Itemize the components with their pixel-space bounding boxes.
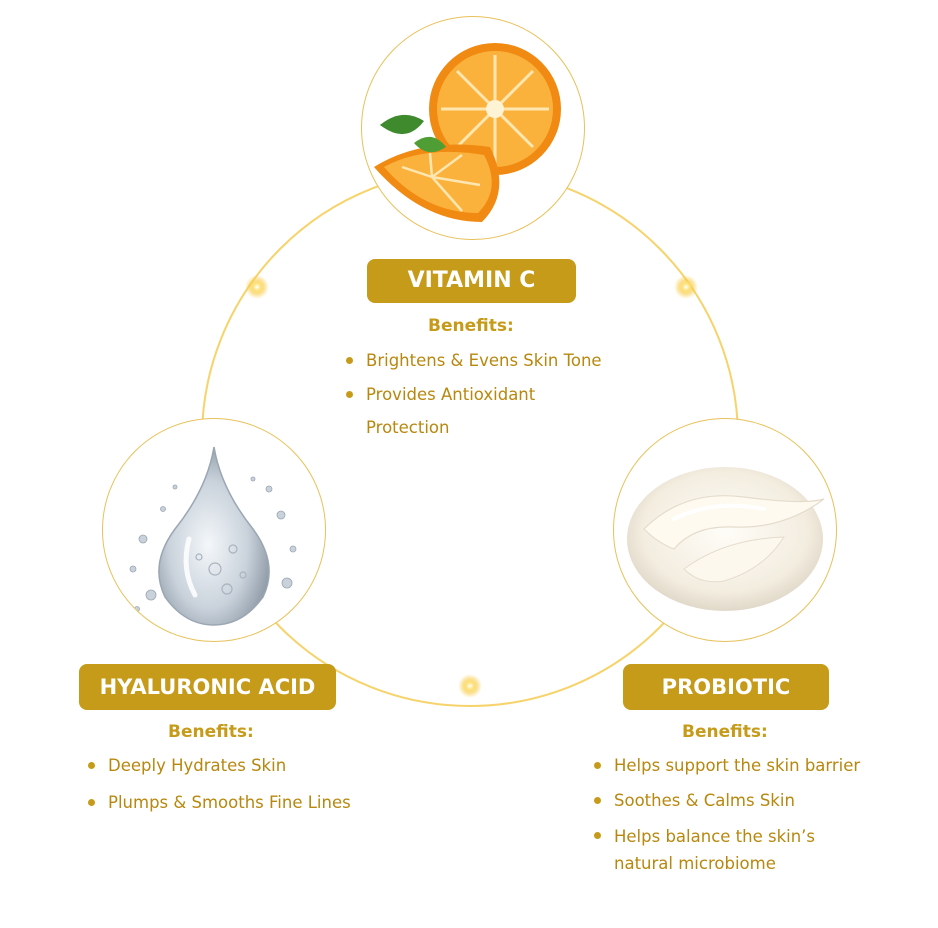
orange-slice-icon [361,16,585,240]
water-droplet-icon [102,418,326,642]
bullet-icon [594,762,601,769]
list-item: Helps balance the skin’s natural microbi… [592,819,892,880]
probiotic-benefits-title: Benefits: [682,722,768,742]
hyaluronic-acid-label: HYALURONIC ACID [79,664,336,710]
cream-swirl-icon [613,418,837,642]
probiotic-benefits-list: Helps support the skin barrier Soothes &… [592,749,892,880]
list-item: Plumps & Smooths Fine Lines [86,786,386,820]
glow-dot-left [245,275,269,299]
bullet-icon [594,832,601,839]
glow-dot-right [674,275,698,299]
vitamin-c-benefits-title: Benefits: [428,316,514,336]
glow-dot-bottom [458,674,482,698]
bullet-icon [594,797,601,804]
probiotic-label: PROBIOTIC [623,664,829,710]
bullet-icon [346,357,353,364]
vitamin-c-benefits-list: Brightens & Evens Skin Tone Provides Ant… [344,344,654,445]
hyaluronic-acid-benefits-title: Benefits: [168,722,254,742]
bullet-icon [88,799,95,806]
hyaluronic-acid-benefits-list: Deeply Hydrates Skin Plumps & Smooths Fi… [86,749,386,820]
list-item: Brightens & Evens Skin Tone [344,344,654,378]
list-item: Provides Antioxidant Protection [344,378,654,445]
bullet-icon [88,762,95,769]
bullet-icon [346,391,353,398]
list-item: Soothes & Calms Skin [592,784,892,817]
vitamin-c-label: VITAMIN C [367,259,576,303]
list-item: Helps support the skin barrier [592,749,892,782]
list-item: Deeply Hydrates Skin [86,749,386,783]
